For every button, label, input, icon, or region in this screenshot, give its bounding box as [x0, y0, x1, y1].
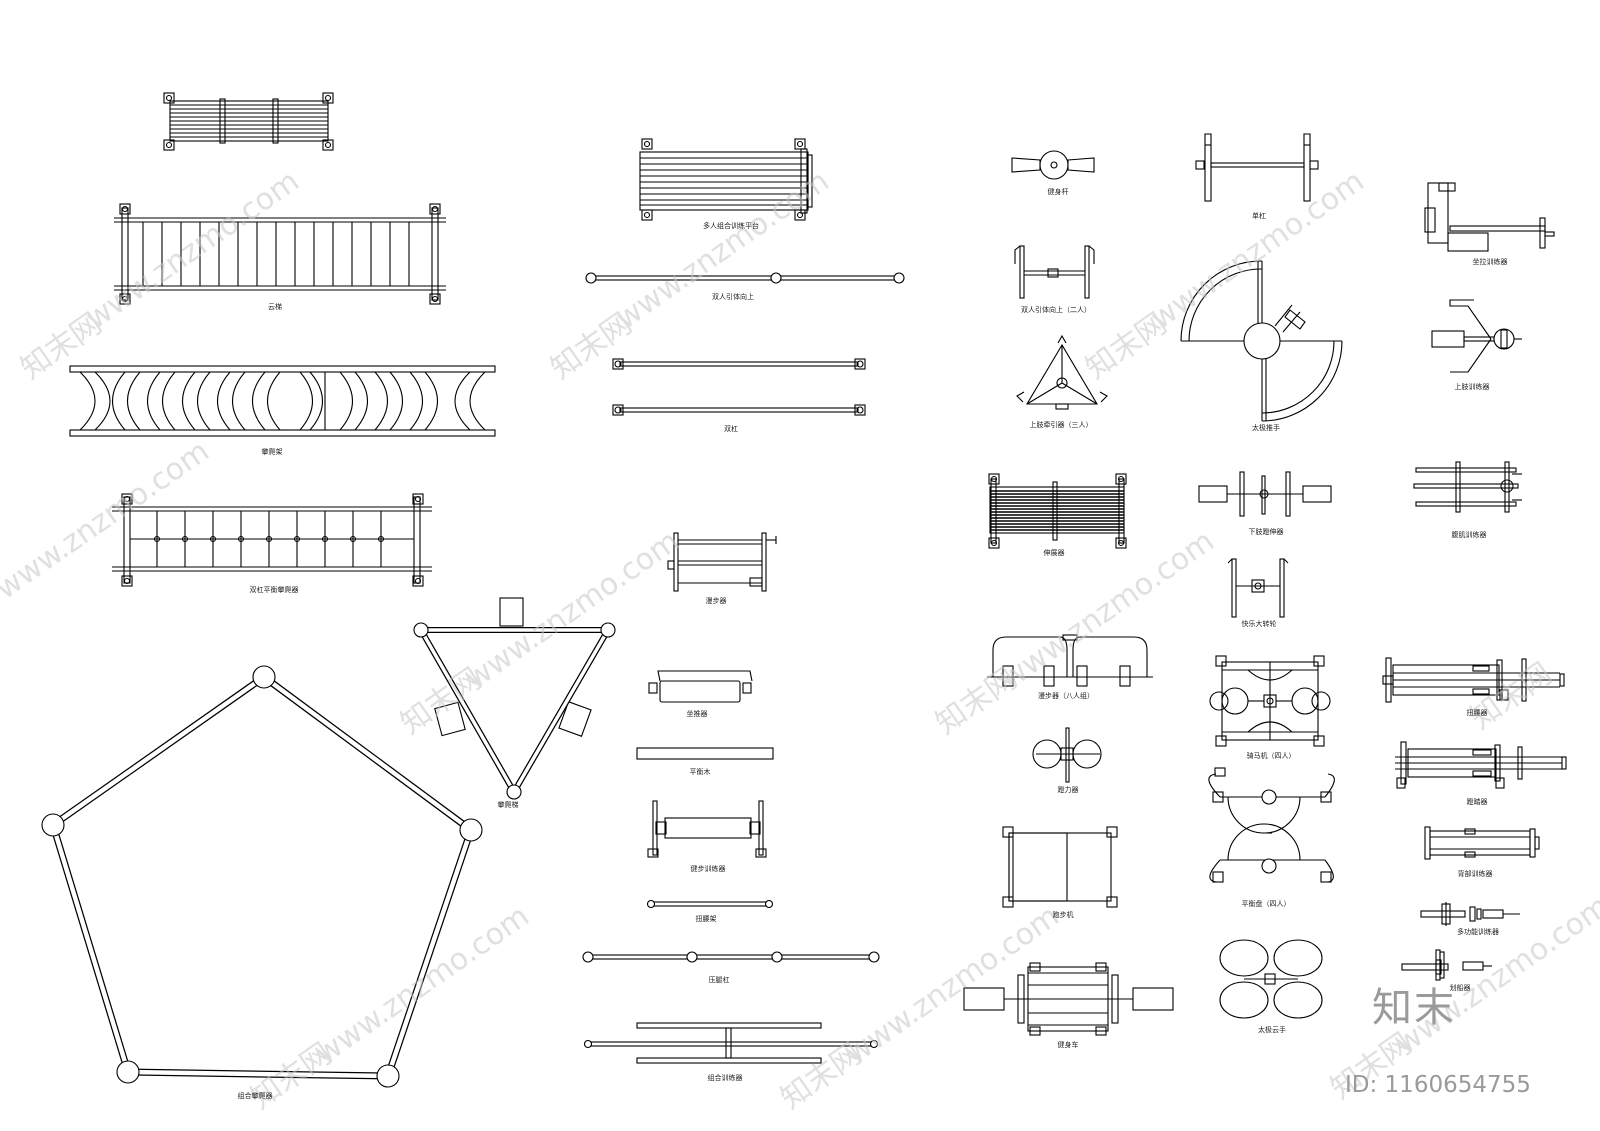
balance-plate [1208, 767, 1335, 883]
twist-bar [646, 899, 774, 909]
label-tai-chi: 太极推手 [1252, 424, 1280, 432]
label-fitness-stick: 健身杆 [1047, 188, 1069, 196]
label-step-trainer: 健步训练器 [690, 865, 726, 873]
label-running: 跑步机 [1052, 911, 1074, 919]
label-upper-limb: 上肢训练器 [1454, 383, 1490, 391]
pentagon-combo-climber [41, 665, 483, 1088]
step-trainer [647, 800, 767, 858]
watermark-13: www.znzmo.com [310, 899, 536, 1072]
walker-machine [667, 532, 777, 592]
label-abdominal: 腹肌训练器 [1451, 531, 1487, 539]
label-horse-rider: 骑马机（四人） [1246, 752, 1296, 760]
label-multi: 多功能训练器 [1457, 928, 1499, 936]
label-leg-press: 压腿杠 [708, 976, 730, 984]
walker-eight [987, 634, 1153, 687]
label-balance-beam: 平衡木 [689, 768, 711, 776]
label-twist-bar: 扭腰架 [695, 915, 717, 923]
label-combo-climber: 组合攀爬器 [237, 1092, 273, 1100]
multi-trainer [1420, 902, 1520, 926]
parallel-bars-climber [112, 493, 432, 587]
label-double-pullup: 双人引体向上 [712, 293, 754, 301]
label-climbing-frame: 攀爬架 [261, 448, 283, 456]
label-combo-trainer: 组合训练器 [707, 1074, 743, 1082]
rowing-machine [1401, 949, 1492, 981]
label-pedal: 蹬踏器 [1466, 798, 1488, 806]
combo-trainer-bars [583, 1022, 879, 1064]
fitness-dumbbell [963, 962, 1174, 1036]
pivot-bench [988, 473, 1127, 549]
watermark-4: www.znzmo.com [610, 164, 836, 337]
leg-press-bar [582, 951, 880, 963]
horse-rider [1209, 655, 1331, 747]
abdominal-trainer [1413, 461, 1522, 513]
label-rowing: 划船器 [1449, 984, 1471, 992]
label-ladder: 云梯 [268, 303, 282, 311]
label-climbing-ladder: 攀爬梯 [497, 801, 519, 809]
label-triple-puller: 上肢牵引器（三人） [1029, 421, 1093, 429]
watermark-7: www.znzmo.com [0, 434, 216, 607]
label-back: 背部训练器 [1457, 870, 1493, 878]
high-bar [1195, 133, 1319, 202]
watermark-9: www.znzmo.com [460, 524, 686, 697]
upper-limb-trainer [1431, 299, 1522, 373]
happy-wheel [1227, 558, 1289, 618]
horizontal-ladder [114, 203, 446, 305]
label-balance-plate: 平衡盘（四人） [1241, 900, 1291, 908]
watermark-11: www.znzmo.com [995, 524, 1221, 697]
label-stretcher: 伸展器 [1043, 549, 1065, 557]
label-parallel-climber: 双杠平衡攀爬器 [249, 586, 299, 594]
arc-climbing-frame [69, 365, 496, 437]
platform-bench [639, 138, 813, 221]
twister [1382, 657, 1565, 703]
pull-up-bar-double [585, 272, 905, 284]
label-walker-eight: 漫步器（八人组） [1038, 692, 1094, 700]
label-twister: 扭腰器 [1466, 709, 1488, 717]
label-high-bar: 单杠 [1252, 212, 1266, 220]
label-seated-pull: 坐拉训练器 [1472, 258, 1508, 266]
seated-push [648, 670, 753, 703]
cloud-hands [1219, 939, 1323, 1019]
balance-beam [636, 747, 774, 760]
watermark-18: 知末网 [1465, 656, 1559, 736]
label-pedal-force: 蹬力器 [1057, 786, 1079, 794]
watermark-id: ID: 1160654755 [1345, 1072, 1531, 1098]
label-platform: 多人组合训练平台 [703, 222, 759, 230]
label-bike: 健身车 [1057, 1041, 1079, 1049]
treadmill-pedal [1395, 741, 1567, 789]
label-walker: 漫步器 [705, 597, 727, 605]
triple-puller [1016, 334, 1108, 410]
seated-pull-trainer [1424, 182, 1555, 252]
watermark-logo: 知末 [1372, 985, 1456, 1031]
leg-stretcher [1198, 471, 1332, 517]
triangle-climber [413, 597, 616, 800]
label-happy-wheel: 快乐大转轮 [1241, 620, 1277, 628]
pedal-rotator [1032, 727, 1102, 783]
label-double-pullup-two: 双人引体向上（二人） [1021, 306, 1091, 314]
running-frame [1002, 826, 1118, 908]
label-parallel-bars: 双杠 [724, 425, 738, 433]
parallel-bars [612, 358, 866, 416]
tai-chi-wheel [1180, 260, 1343, 422]
double-pull-up [1014, 245, 1095, 299]
label-leg-stretch: 下肢蹬伸器 [1248, 528, 1284, 536]
label-cloud-hands: 太极云手 [1258, 1026, 1286, 1034]
slatted-bench-top [163, 92, 334, 151]
fitness-stick [1011, 150, 1095, 180]
label-seated-push: 坐推器 [686, 710, 708, 718]
treadmill-short [1424, 826, 1540, 860]
